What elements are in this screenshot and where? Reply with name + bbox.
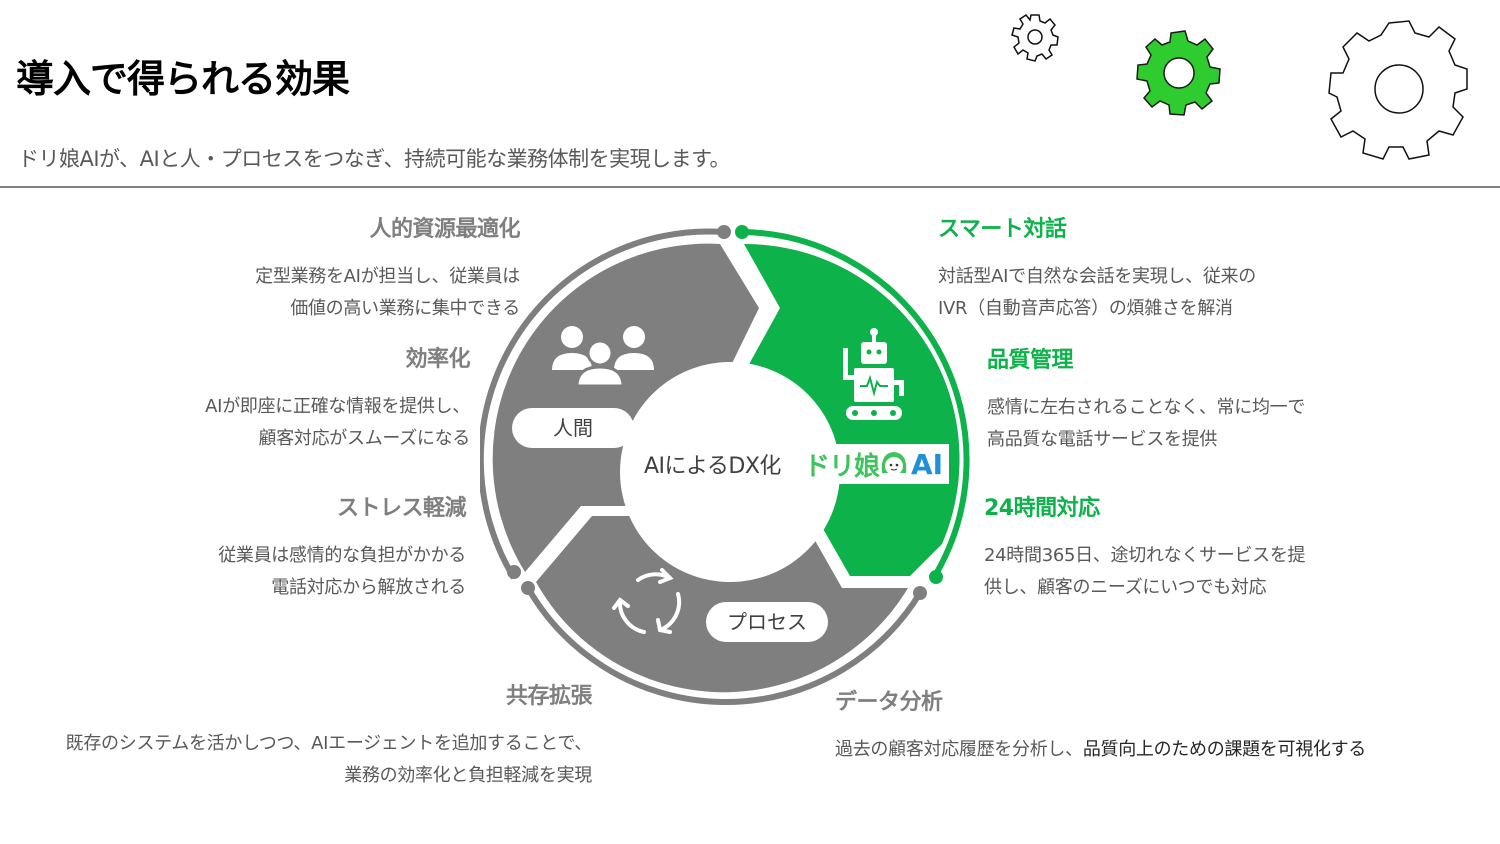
feature-desc: 既存のシステムを活かしつつ、AIエージェントを追加することで、 業務の効率化と負… — [65, 733, 593, 786]
feature-desc: 従業員は感情的な負担がかかる 電話対応から解放される — [218, 545, 466, 598]
page-title: 導入で得られる効果 — [16, 57, 350, 101]
feature-efficiency: 効率化 AIが即座に正確な情報を提供し、 顧客対応がスムーズになる — [205, 349, 470, 455]
people-group-icon — [552, 326, 654, 388]
feature-title: 品質管理 — [987, 348, 1074, 373]
feature-desc: 過去の顧客対応履歴を分析し、品質向上のための課題を可視化する — [835, 739, 1367, 760]
feature-title: ストレス軽減 — [336, 496, 467, 521]
feature-title: 24時間対応 — [984, 496, 1100, 521]
feature-desc: 24時間365日、途切れなくサービスを提 供し、顧客のニーズにいつでも対応 — [984, 545, 1306, 598]
segment-label-human: 人間 — [512, 408, 634, 448]
cycle-ring — [477, 225, 970, 706]
outer-arc-ai — [741, 229, 970, 576]
feature-coexistence-expansion: 共存拡張 既存のシステムを活かしつつ、AIエージェントを追加することで、 業務の… — [65, 684, 593, 792]
outer-arc-process — [525, 586, 923, 706]
segment-human — [492, 243, 759, 572]
cycle-arrows-icon — [612, 568, 682, 634]
dorimusume-ai-logo: ドリ娘 AI — [798, 444, 950, 484]
feature-smart-dialogue: スマート対話 対話型AIで自然な会話を実現し、従来の IVR（自動音声応答）の煩… — [938, 219, 1256, 325]
feature-data-analysis: データ分析 過去の顧客対応履歴を分析し、品質向上のための課題を可視化する — [835, 692, 1366, 766]
center-circle — [620, 362, 840, 582]
feature-title: 効率化 — [405, 347, 470, 372]
feature-stress-reduction: ストレス軽減 従業員は感情的な負担がかかる 電話対応から解放される — [218, 498, 466, 604]
feature-24h-support: 24時間対応 24時間365日、途切れなくサービスを提 供し、顧客のニーズにいつ… — [984, 496, 1306, 604]
header-divider — [0, 186, 1500, 188]
robot-details — [852, 349, 896, 416]
page-subtitle: ドリ娘AIが、AIと人・プロセスをつなぎ、持続可能な業務体制を実現します。 — [18, 147, 731, 171]
feature-desc: AIが即座に正確な情報を提供し、 顧客対応がスムーズになる — [205, 396, 470, 449]
gear-medium-icon — [1136, 30, 1221, 116]
feature-quality-control: 品質管理 感情に左右されることなく、常に均一で 高品質な電話サービスを提供 — [987, 350, 1305, 456]
feature-title: スマート対話 — [938, 217, 1067, 242]
outer-arc-human — [477, 228, 725, 580]
feature-title: データ分析 — [835, 690, 943, 715]
logo-text-jp: ドリ娘 — [804, 451, 880, 482]
feature-desc: 定型業務をAIが担当し、従業員は 価値の高い業務に集中できる — [255, 266, 520, 319]
logo-text-ai: AI — [911, 447, 944, 481]
gear-small-icon — [1011, 13, 1059, 62]
feature-human-resource-optimization: 人的資源最適化 定型業務をAIが担当し、従業員は 価値の高い業務に集中できる — [255, 219, 520, 325]
feature-desc: 対話型AIで自然な会話を実現し、従来の IVR（自動音声応答）の煩雑さを解消 — [938, 266, 1256, 319]
mascot-face-icon — [881, 452, 907, 475]
dx-cycle-diagram: 人間 プロセス AIによるDX化 ドリ娘 AI — [477, 210, 980, 710]
gear-large-icon — [1328, 20, 1468, 160]
center-label: AIによるDX化 — [644, 454, 781, 479]
segment-label-process: プロセス — [706, 602, 828, 642]
feature-desc: 感情に左右されることなく、常に均一で 高品質な電話サービスを提供 — [987, 397, 1306, 450]
feature-title: 共存拡張 — [505, 684, 593, 709]
feature-title: 人的資源最適化 — [369, 217, 520, 242]
